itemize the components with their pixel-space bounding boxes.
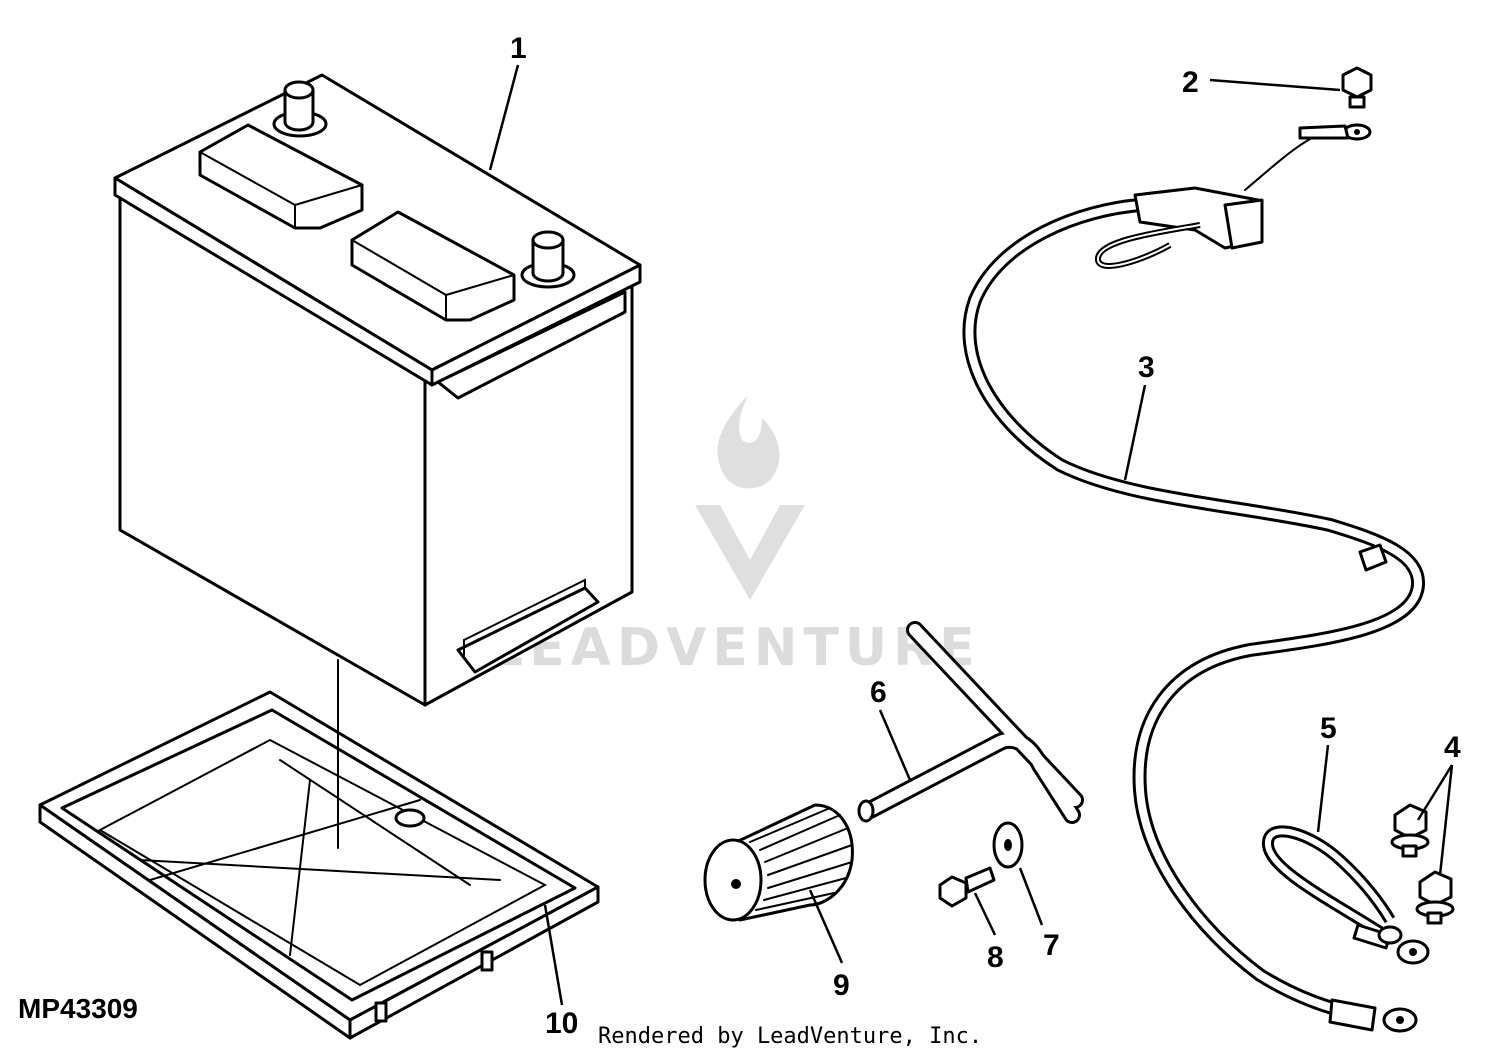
- hold-down-rod: [857, 621, 1084, 824]
- callout-3: 3: [1138, 351, 1155, 384]
- callouts: 1 2 3 4 5 6 7 8 9 10: [510, 32, 1461, 1040]
- callout-9: 9: [833, 969, 850, 1002]
- ground-strap: [1262, 825, 1430, 965]
- callout-5: 5: [1320, 712, 1337, 745]
- leader-lines: [488, 64, 1454, 1006]
- small-bolt: [938, 866, 996, 908]
- callout-10: 10: [545, 1007, 578, 1040]
- washer: [992, 821, 1024, 869]
- bolt-top: [1298, 66, 1373, 141]
- callout-4: 4: [1444, 731, 1461, 764]
- knob: [703, 803, 854, 922]
- battery-tray: [38, 690, 600, 1040]
- callout-1: 1: [510, 32, 527, 65]
- callout-8: 8: [987, 941, 1004, 974]
- callout-7: 7: [1043, 929, 1060, 962]
- callout-6: 6: [870, 676, 887, 709]
- callout-2: 2: [1182, 66, 1199, 99]
- watermark-text: LEADVENTURE: [490, 618, 981, 678]
- battery-cable: [962, 129, 1425, 1033]
- v-logo-icon: [695, 505, 805, 600]
- flame-icon: [717, 395, 780, 489]
- figure-id: MP43309: [18, 993, 138, 1024]
- credit-text: Rendered by LeadVenture, Inc.: [598, 1024, 982, 1049]
- watermark: LEADVENTURE: [490, 395, 981, 678]
- bolts-pair: [1390, 803, 1455, 925]
- battery: [113, 73, 642, 849]
